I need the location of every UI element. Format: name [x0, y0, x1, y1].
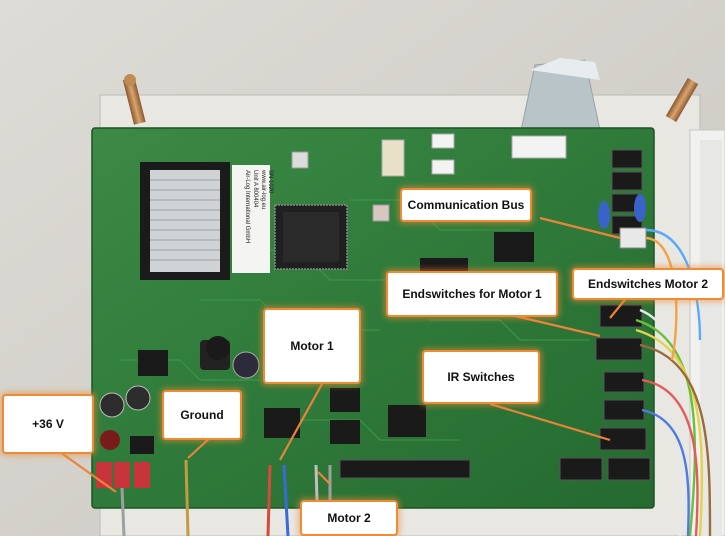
standoff-right [665, 77, 699, 123]
board-print-line3: www.air-log.eu [260, 169, 266, 209]
ribbon-connector-left [140, 162, 230, 280]
arrow-motor1 [279, 383, 323, 461]
blue-capacitor-1 [634, 194, 646, 222]
top-connector-2 [431, 159, 455, 175]
arrow-ir-switches [489, 402, 611, 442]
board-print-line2: Unit A 800404 [252, 170, 258, 208]
board-print-line1: Air-Log International GmbH [244, 170, 250, 243]
small-leds [381, 139, 405, 177]
label-ground: Ground [162, 390, 242, 440]
arrow-communication-bus [539, 216, 621, 240]
top-connector-1 [431, 133, 455, 149]
arrow-plus36v [59, 451, 117, 493]
label-motor2: Motor 2 [300, 500, 398, 536]
label-endswitches-motor2: Endswitches Motor 2 [572, 268, 724, 300]
blue-capacitor-2 [598, 201, 610, 229]
flat-ribbon-cable [519, 58, 601, 136]
label-plus36v: +36 V [2, 394, 94, 454]
label-endswitches-motor1: Endswitches for Motor 1 [386, 271, 558, 317]
arrow-motor2 [317, 471, 331, 485]
label-ir-switches: IR Switches [422, 350, 540, 404]
board-print-line4: SN 1020 [267, 170, 273, 194]
bus-connector [619, 227, 647, 249]
arrow-endswitches-m1 [514, 314, 601, 338]
label-communication-bus: Communication Bus [400, 188, 532, 222]
power-terminal-block [96, 462, 150, 488]
bottom-pin-header [339, 459, 471, 479]
label-motor1: Motor 1 [263, 308, 361, 384]
microcontroller-chip [274, 204, 348, 270]
top-connector-3 [511, 135, 567, 159]
power-components [99, 336, 260, 454]
board-label-sticker: Air-Log International GmbH Unit A 800404… [232, 165, 273, 273]
push-button-2 [372, 204, 390, 222]
push-button-1 [291, 151, 309, 169]
standoff-left [122, 74, 146, 125]
